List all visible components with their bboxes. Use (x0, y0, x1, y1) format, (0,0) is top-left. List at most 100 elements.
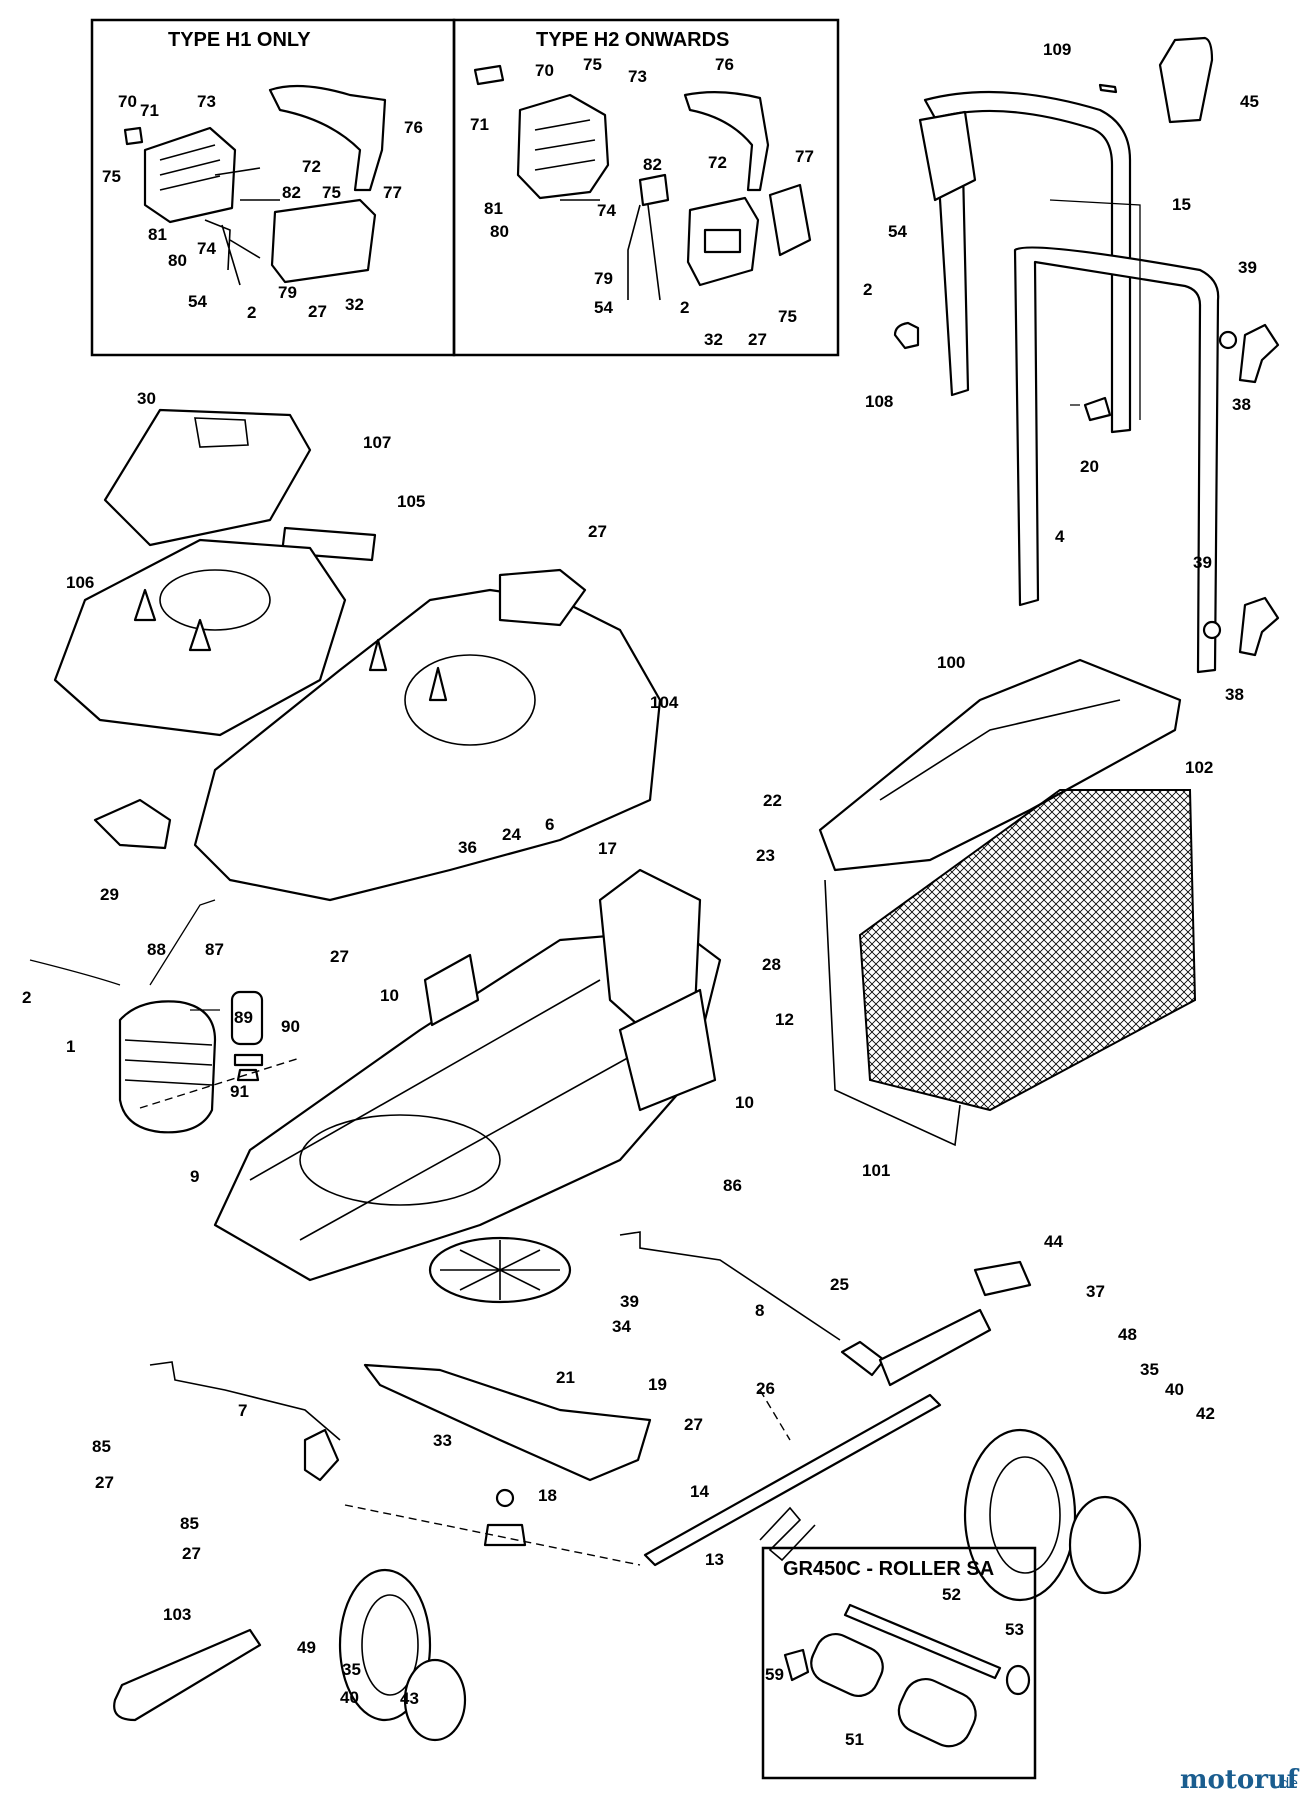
label: 8 (755, 1301, 764, 1320)
inset-roller: GR450C - ROLLER SA 52 53 59 51 (761, 1546, 1037, 1780)
inset-h2-labels: 70 75 76 73 71 82 72 77 81 74 80 79 54 2… (470, 55, 814, 349)
label: 22 (763, 791, 782, 810)
label: 39 (620, 1292, 639, 1311)
label: 10 (735, 1093, 754, 1112)
label: 45 (1240, 92, 1259, 111)
label: 87 (205, 940, 224, 959)
label: 104 (650, 693, 679, 712)
label: 14 (690, 1482, 709, 1501)
label: 26 (756, 1379, 775, 1398)
label: 86 (723, 1176, 742, 1195)
inset-roller-title: GR450C - ROLLER SA (783, 1558, 994, 1580)
watermark-tld: .de (1276, 1776, 1298, 1792)
label: 37 (1086, 1282, 1105, 1301)
label: 2 (247, 303, 256, 322)
label: 2 (680, 298, 689, 317)
label: 27 (182, 1544, 201, 1563)
label: 39 (1193, 553, 1212, 572)
label: 80 (168, 251, 187, 270)
label: 38 (1232, 395, 1251, 414)
rear-wheel-left (338, 1568, 467, 1742)
label: 76 (404, 118, 423, 137)
label: 25 (830, 1275, 849, 1294)
label: 13 (705, 1550, 724, 1569)
label: 35 (342, 1660, 361, 1679)
label: 82 (643, 155, 662, 174)
label: 101 (862, 1161, 890, 1180)
label: 75 (583, 55, 602, 74)
label: 27 (684, 1415, 703, 1434)
label: 71 (470, 115, 489, 134)
label: 32 (345, 295, 364, 314)
label: 35 (1140, 1360, 1159, 1379)
label: 77 (383, 183, 402, 202)
label: 81 (148, 225, 167, 244)
label: 38 (1225, 685, 1244, 704)
label: 17 (598, 839, 617, 858)
main-labels: 30 107 105 27 106 104 100 102 22 29 36 2… (22, 389, 1215, 1708)
label: 27 (588, 522, 607, 541)
label: 21 (556, 1368, 575, 1387)
label: 7 (238, 1401, 247, 1420)
inset-h1-title: TYPE H1 ONLY (168, 29, 311, 51)
handle-assembly: 109 45 15 54 39 2 108 38 20 4 39 38 (863, 36, 1280, 704)
label: 27 (330, 947, 349, 966)
deck-assembly (29, 868, 1142, 1742)
label: 100 (937, 653, 965, 672)
label: 81 (484, 199, 503, 218)
label: 33 (433, 1431, 452, 1450)
label: 19 (648, 1375, 667, 1394)
label: 53 (1005, 1620, 1024, 1639)
label: 2 (22, 988, 31, 1007)
label: 72 (302, 157, 321, 176)
label: 89 (234, 1008, 253, 1027)
label: 105 (397, 492, 425, 511)
label: 18 (538, 1486, 557, 1505)
label: 73 (628, 67, 647, 86)
label: 54 (188, 292, 207, 311)
label: 23 (756, 846, 775, 865)
label: 80 (490, 222, 509, 241)
inset-h2: TYPE H2 ONWARDS 70 75 76 73 71 82 72 77 … (452, 18, 840, 357)
label: 103 (163, 1605, 191, 1624)
label: 77 (795, 147, 814, 166)
label: 12 (775, 1010, 794, 1029)
handle-labels: 109 45 15 54 39 2 108 38 20 4 39 38 (863, 40, 1259, 704)
label: 109 (1043, 40, 1071, 59)
label: 70 (535, 61, 554, 80)
label: 88 (147, 940, 166, 959)
label: 71 (140, 101, 159, 120)
label: 106 (66, 573, 94, 592)
label: 82 (282, 183, 301, 202)
label: 32 (704, 330, 723, 349)
watermark: motoruf .de (1180, 1765, 1300, 1795)
label: 42 (1196, 1404, 1215, 1423)
label: 75 (102, 167, 121, 186)
label: 73 (197, 92, 216, 111)
label: 30 (137, 389, 156, 408)
label: 34 (612, 1317, 631, 1336)
label: 70 (118, 92, 137, 111)
label: 27 (748, 330, 767, 349)
label: 79 (594, 269, 613, 288)
label: 85 (180, 1514, 199, 1533)
label: 76 (715, 55, 734, 74)
inset-h1-labels: 70 71 73 76 72 75 82 75 77 81 80 74 79 5… (102, 92, 423, 322)
label: 43 (400, 1689, 419, 1708)
label: 27 (95, 1473, 114, 1492)
label: 72 (708, 153, 727, 172)
label: 48 (1118, 1325, 1137, 1344)
label: 27 (308, 302, 327, 321)
label: 74 (597, 201, 616, 220)
label: 40 (1165, 1380, 1184, 1399)
label: 102 (1185, 758, 1213, 777)
label: 90 (281, 1017, 300, 1036)
label: 24 (502, 825, 521, 844)
label: 75 (322, 183, 341, 202)
label: 51 (845, 1730, 864, 1749)
label: 49 (297, 1638, 316, 1657)
label: 29 (100, 885, 119, 904)
label: 40 (340, 1688, 359, 1707)
label: 44 (1044, 1232, 1063, 1251)
label: 108 (865, 392, 893, 411)
